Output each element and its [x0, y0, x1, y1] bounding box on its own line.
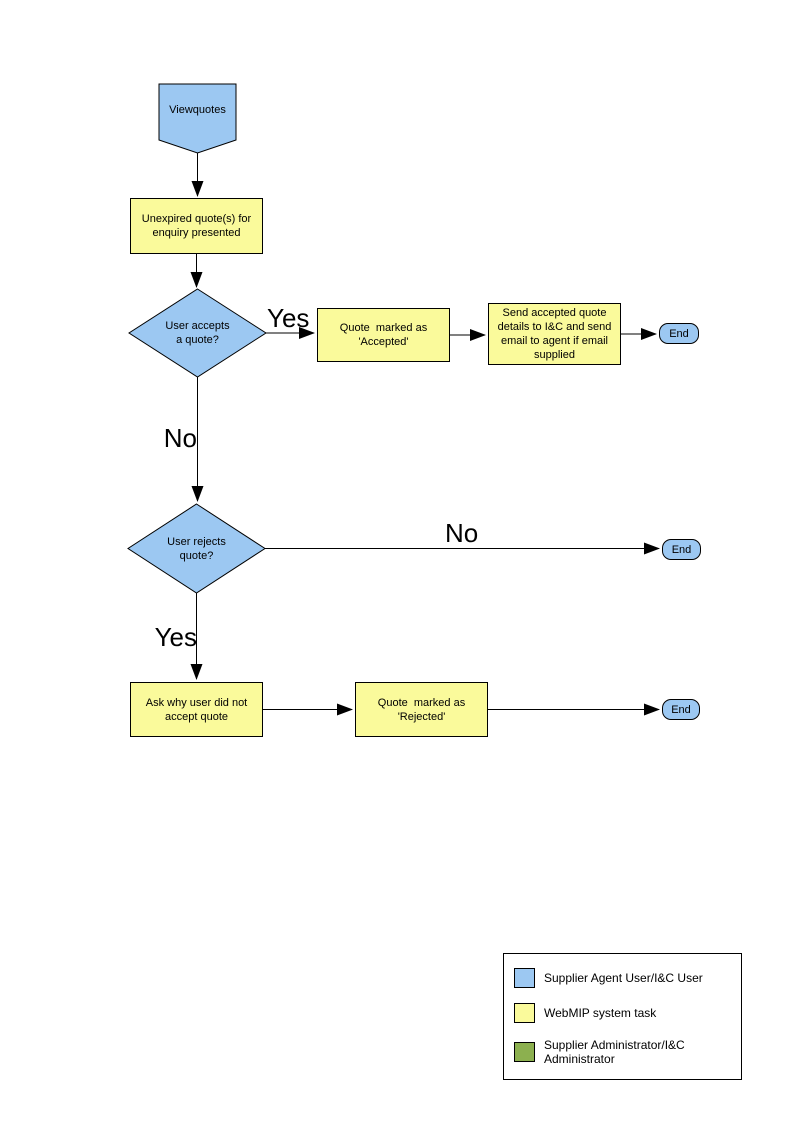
edge-label-reject-no: No [445, 518, 479, 548]
legend-label-webmip-task: WebMIP system task [544, 1006, 657, 1020]
node-reject-decision-shape [127, 503, 266, 594]
legend: Supplier Agent User/I&C User WebMIP syst… [503, 953, 742, 1080]
node-start-pentagon-shape [158, 83, 237, 154]
edge-label-reject-yes: Yes [154, 622, 197, 652]
legend-row-supplier-admin: Supplier Administrator/I&C Administrator [514, 1038, 731, 1066]
node-end-rejected-path-label: End [671, 703, 691, 716]
edge-label-accept-yes: Yes [267, 303, 310, 333]
node-start-pentagon-label: Viewquotes [169, 104, 226, 116]
node-ask-why: Ask why user did not accept quote [130, 682, 263, 737]
legend-swatch-yellow [514, 1003, 535, 1023]
node-ask-why-label: Ask why user did not accept quote [145, 696, 248, 723]
legend-swatch-green [514, 1042, 535, 1062]
legend-swatch-blue [514, 968, 535, 988]
node-end-accept-path-label: End [669, 327, 689, 340]
node-quote-marked-accepted: Quote marked as 'Accepted' [317, 308, 450, 362]
node-quote-marked-accepted-label: Quote marked as 'Accepted' [339, 322, 428, 348]
node-quote-marked-rejected-label: Quote marked as 'Rejected' [377, 696, 466, 723]
node-quote-marked-rejected: Quote marked as 'Rejected' [355, 682, 488, 737]
node-unexpired-quotes-label: Unexpired quote(s) for enquiry presented [141, 213, 252, 239]
node-send-accepted-details: Send accepted quote details to I&C and s… [488, 303, 621, 365]
node-reject-decision-label: User rejects quote? [167, 535, 226, 562]
node-end-accept-path: End [659, 323, 699, 344]
edge-label-accept-no: No [163, 423, 197, 453]
node-accept-decision-shape [128, 288, 267, 378]
legend-label-supplier-admin: Supplier Administrator/I&C Administrator [544, 1038, 685, 1066]
node-send-accepted-details-label: Send accepted quote details to I&C and s… [497, 307, 612, 361]
node-accept-decision-label: User accepts a quote? [165, 320, 230, 346]
node-end-reject-no-path-label: End [671, 543, 692, 556]
legend-row-webmip-task: WebMIP system task [514, 1003, 731, 1023]
legend-row-supplier-agent: Supplier Agent User/I&C User [514, 968, 731, 988]
legend-label-supplier-agent: Supplier Agent User/I&C User [544, 971, 703, 985]
node-unexpired-quotes: Unexpired quote(s) for enquiry presented [130, 198, 263, 254]
node-end-reject-no-path: End [662, 539, 701, 560]
node-end-rejected-path: End [662, 699, 700, 720]
